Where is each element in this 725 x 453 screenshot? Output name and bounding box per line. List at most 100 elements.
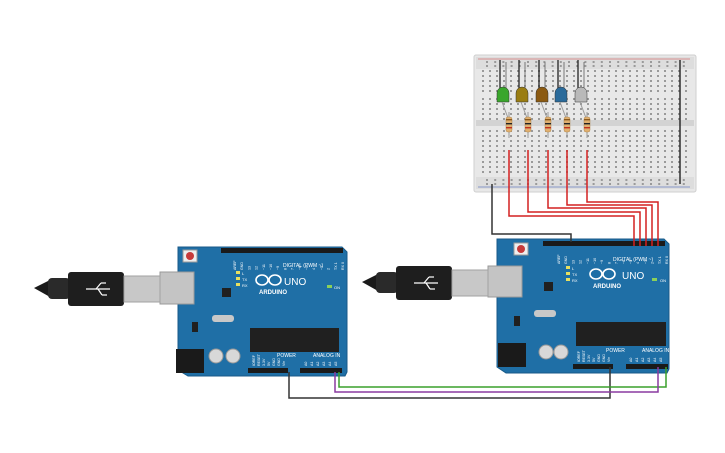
resistor[interactable] <box>563 112 571 138</box>
power-header-right[interactable] <box>573 364 613 369</box>
resistor[interactable] <box>505 112 513 138</box>
pin-label: GND <box>240 262 244 270</box>
l-label: L <box>242 271 245 276</box>
pin-label: 4 <box>636 262 640 264</box>
scl-wire[interactable] <box>334 367 659 393</box>
pin-label: A0 <box>629 358 633 362</box>
pin-label: RX 0 <box>341 262 345 270</box>
pin-label: 5V <box>592 357 596 362</box>
pin-label: 8 <box>283 268 287 270</box>
power-header-left[interactable] <box>248 368 288 373</box>
pin-label: GND <box>564 256 568 264</box>
on-label: ON <box>660 278 666 283</box>
pin-label: ~9 <box>276 266 280 270</box>
pin-label: ~11 <box>262 264 266 270</box>
pin-label: A1 <box>310 362 314 366</box>
signal-wire[interactable] <box>527 150 641 246</box>
power-jack-left <box>176 349 204 373</box>
pin-label: IOREF <box>252 354 256 366</box>
resistor[interactable] <box>524 112 532 138</box>
rx-label: RX <box>572 278 578 283</box>
signal-wire[interactable] <box>566 150 653 246</box>
pin-label: A4 <box>653 358 657 362</box>
ground-wire-boards[interactable] <box>288 367 611 399</box>
usb-jack-left <box>159 271 195 305</box>
power-jack-right <box>498 343 526 367</box>
board-model: UNO <box>622 271 644 282</box>
pin-label: A5 <box>334 362 338 366</box>
arduino-right[interactable]: ARDUINO UNO DIGITAL (PWM ~) POWER ANALOG… <box>487 238 670 374</box>
usb-icon <box>86 282 110 296</box>
led-blue[interactable] <box>554 60 568 119</box>
pin-label: AREF <box>233 260 237 270</box>
pin-label: A2 <box>316 362 320 366</box>
pin-label: IOREF <box>577 350 581 362</box>
power-label: POWER <box>606 348 625 354</box>
sda-wire[interactable] <box>338 367 667 388</box>
pin-label: AREF <box>557 254 561 264</box>
pin-label: 3.3V <box>262 358 266 366</box>
wires[interactable] <box>288 150 667 399</box>
rx-label: RX <box>242 283 248 288</box>
led-brown[interactable] <box>535 60 549 119</box>
ground-wire-breadboard[interactable] <box>491 184 572 242</box>
pin-label: 7 <box>615 262 619 264</box>
usb-cable-left[interactable] <box>34 272 161 306</box>
pin-label: GND <box>602 354 606 362</box>
usb-cable-right[interactable] <box>362 266 489 300</box>
power-label: POWER <box>277 353 296 359</box>
digital-header-left[interactable] <box>221 248 343 253</box>
led-olive[interactable] <box>515 60 529 119</box>
signal-wire[interactable] <box>547 150 647 246</box>
pin-label: RX 0 <box>665 256 669 264</box>
analog-label: ANALOG IN <box>313 353 341 359</box>
pin-label: TX 1 <box>658 256 662 264</box>
pin-label: 8 <box>607 262 611 264</box>
capacitor-right-2 <box>553 344 569 360</box>
led-white[interactable] <box>574 60 588 119</box>
tx-label: TX <box>242 277 247 282</box>
pin-label: ~6 <box>622 260 626 264</box>
resistor[interactable] <box>583 112 591 138</box>
crystal-left <box>212 315 234 322</box>
pin-label: 12 <box>579 260 583 264</box>
arduino-logo-icon <box>589 268 616 280</box>
pin-label: 7 <box>291 268 295 270</box>
pin-label: 13 <box>571 260 575 264</box>
tx-label: TX <box>572 272 577 277</box>
l-label: L <box>572 266 575 271</box>
pin-label: A3 <box>647 358 651 362</box>
analog-header-left[interactable] <box>300 368 342 373</box>
board-brand: ARDUINO <box>259 290 287 296</box>
pin-label: GND <box>277 358 281 366</box>
pin-label: RESET <box>582 349 586 362</box>
pin-label: GND <box>272 358 276 366</box>
pin-label: ~3 <box>643 260 647 264</box>
resistor[interactable] <box>544 112 552 138</box>
digital-header-right[interactable] <box>543 241 665 246</box>
atmega-chip-right <box>576 322 666 346</box>
pin-label: A3 <box>322 362 326 366</box>
analog-header-right[interactable] <box>626 364 668 369</box>
capacitor-left-1 <box>208 348 224 364</box>
pin-label: A2 <box>641 358 645 362</box>
signal-wire[interactable] <box>586 150 659 246</box>
arduino-logo-icon <box>255 274 282 286</box>
led-green[interactable] <box>496 60 510 119</box>
pin-label: 5V <box>267 361 271 366</box>
digital-label: DIGITAL (PWM ~) <box>613 257 653 263</box>
arduino-left[interactable]: ARDUINO UNO DIGITAL (PWM ~) POWER ANALOG… <box>159 246 348 377</box>
pin-label: ~5 <box>305 266 309 270</box>
pin-label: A0 <box>304 362 308 366</box>
pin-label: ~6 <box>298 266 302 270</box>
signal-wire[interactable] <box>508 150 635 246</box>
led-group <box>496 60 591 138</box>
board-model: UNO <box>284 277 306 288</box>
pin-label: 2 <box>327 268 331 270</box>
breadboard-holes <box>482 61 687 185</box>
pin-label: Vin <box>282 361 286 366</box>
pin-label: 12 <box>255 266 259 270</box>
pin-label: 4 <box>312 268 316 270</box>
